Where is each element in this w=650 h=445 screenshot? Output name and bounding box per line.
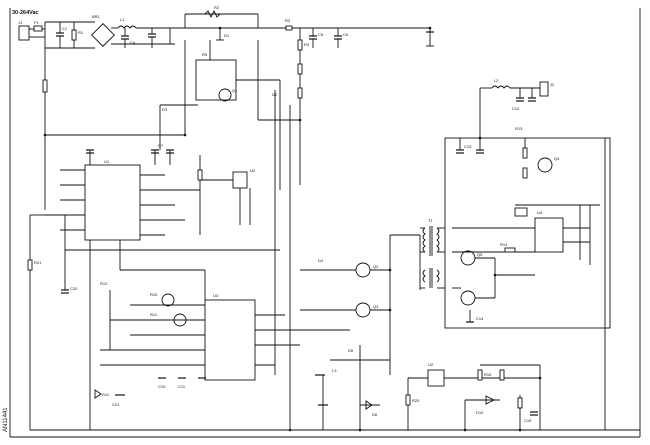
aux-r21-label: R21 xyxy=(34,260,42,265)
left-auxiliary: R21 C20 D11 C21 L3 xyxy=(27,235,337,431)
input-stage: F1 J1 C1 R1 BR1 L1 C4 xyxy=(18,14,185,49)
u3-r10-label: R10 xyxy=(150,292,158,297)
u3-r11-label: R11 xyxy=(150,312,158,317)
shunt-regulator xyxy=(485,395,496,405)
fuse-label: F1 xyxy=(34,20,39,25)
secondary-cap-label: C13 xyxy=(464,144,472,149)
u1-vcc-cap-label: C7 xyxy=(158,143,164,148)
power-switch-stage: Q2 Q3 D4 D5 D6 xyxy=(300,234,420,430)
bulk-capacitor-label: C4 xyxy=(130,40,136,45)
snubber-cap-label: C5 xyxy=(318,32,324,37)
transformer-label: T1 xyxy=(428,218,433,223)
output-inductor xyxy=(491,85,511,89)
controller-u1: U1 C7 U2 xyxy=(29,48,280,430)
controller-ic-u3 xyxy=(204,299,256,381)
input-voltage-label: 30-264Vac xyxy=(12,10,39,16)
emi-inductor-label: L1 xyxy=(120,17,125,22)
output-stage: L2 J2 C12 C13 Q4 R13 U4 Q5 R xyxy=(419,78,611,430)
startup-resistor-label: R2 xyxy=(214,5,220,10)
aux-c21-label: C21 xyxy=(112,402,120,407)
bleeder-resistor-label: R1 xyxy=(78,30,84,35)
startup-circuit: Q1 R5 D2 D3 xyxy=(159,40,300,190)
transformer-secondary xyxy=(436,227,440,253)
fuse xyxy=(33,25,43,32)
feedback-r15-label: R15 xyxy=(484,372,492,377)
bridge-label: BR1 xyxy=(92,14,101,19)
sync-r14-label: R14 xyxy=(500,242,508,247)
secondary-transistor-q4 xyxy=(537,157,553,173)
controller-u3: U3 R10 R11 C10 C11 R12 xyxy=(90,90,640,431)
feedback-optocoupler xyxy=(427,369,445,387)
u3-c11-label: C11 xyxy=(178,384,186,389)
mosfet-q2-label: Q2 xyxy=(373,264,379,269)
sync-rectifier-u4 xyxy=(534,217,564,253)
zener-label: D3 xyxy=(162,107,168,112)
optocoupler-label: U2 xyxy=(250,168,256,173)
clamp-diode-label: D1 xyxy=(224,33,230,38)
feedback-r20-label: R20 xyxy=(412,398,420,403)
controller-u1-label: U1 xyxy=(104,159,110,164)
diode-d4-label: D4 xyxy=(318,258,324,263)
aux-c20-label: C20 xyxy=(70,286,78,291)
startup-subcircuit-box xyxy=(195,59,237,101)
diode-d6-label: D6 xyxy=(372,412,378,417)
filter-cap-label: C6 xyxy=(343,32,349,37)
sync-c14-label: C14 xyxy=(476,316,484,321)
aux-l3-label: L3 xyxy=(332,368,337,373)
transformer-primary xyxy=(422,227,426,253)
output-inductor-label: L2 xyxy=(494,78,499,83)
feedback-c15-label: C15 xyxy=(524,418,532,423)
u3-r12-label: R12 xyxy=(100,281,108,286)
sync-rectifier-label: U4 xyxy=(537,210,543,215)
divider-r-label: R4 xyxy=(304,42,310,47)
input-connector-label: J1 xyxy=(18,20,23,25)
mosfet-q2 xyxy=(355,262,371,278)
sync-mosfet-q5-label: Q5 xyxy=(477,252,483,257)
x-capacitor-label: C1 xyxy=(62,26,68,31)
document-id-label: AN11441 xyxy=(3,407,9,432)
startup-transistor-label: Q1 xyxy=(232,88,238,93)
diode-d5-label: D5 xyxy=(348,348,354,353)
output-connector xyxy=(539,81,549,97)
emi-inductor xyxy=(117,25,137,29)
hv-resistor-label: R3 xyxy=(285,18,291,23)
secondary-q4-label: Q4 xyxy=(554,156,560,161)
output-connector-label: J2 xyxy=(550,82,555,87)
bridge-rectifier xyxy=(91,23,115,47)
secondary-r13-label: R13 xyxy=(515,126,523,131)
controller-ic-u1 xyxy=(84,164,141,241)
feedback-opto-label: U2 xyxy=(428,362,434,367)
u3-c10-label: C10 xyxy=(158,384,166,389)
high-voltage-rail: R2 D1 R3 R4 C5 C6 xyxy=(184,5,434,185)
mosfet-q3-label: Q3 xyxy=(373,304,379,309)
feedback-stage: U2 R15 D10 C15 R20 xyxy=(405,362,541,430)
optocoupler-u2 xyxy=(232,171,248,189)
secondary-side-box xyxy=(444,137,611,329)
input-connector xyxy=(18,25,30,41)
schematic-frame xyxy=(9,8,641,438)
mosfet-q3 xyxy=(355,302,371,318)
startup-r5-label: R5 xyxy=(202,52,208,57)
aux-d11-label: D11 xyxy=(102,392,110,397)
output-cap-label: C12 xyxy=(512,106,520,111)
startup-transistor xyxy=(218,88,232,102)
junction-dots xyxy=(43,118,542,432)
controller-u3-label: U3 xyxy=(213,293,219,298)
shunt-regulator-label: D10 xyxy=(476,410,484,415)
